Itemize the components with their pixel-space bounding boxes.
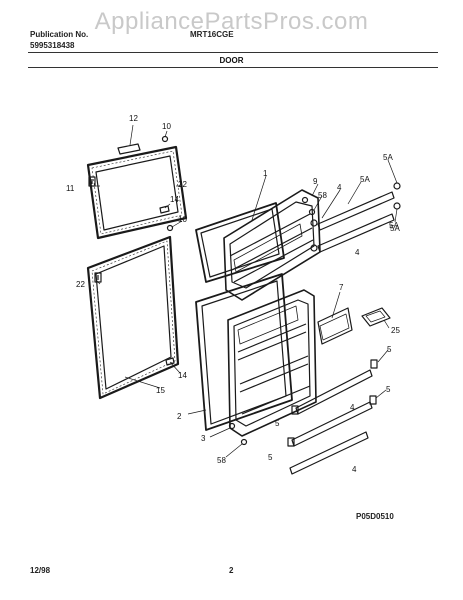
part-58-screw-lower (240, 438, 248, 446)
part-9-screw (301, 196, 309, 204)
freezer-door-liner (223, 189, 321, 301)
callout-5: 5 (387, 345, 392, 354)
part-4-door-bar-lower (291, 401, 373, 447)
part-4-door-bar-upper (295, 369, 373, 415)
part-10-pin-upper (161, 135, 169, 143)
callout-58: 58 (217, 456, 226, 465)
callout-10: 10 (178, 215, 187, 224)
watermark: AppliancePartsPros.com (94, 8, 369, 35)
part-14-clip-lower (165, 357, 175, 366)
callout-5a: 5A (383, 153, 393, 162)
callout-10: 10 (162, 122, 171, 131)
leader-lines (90, 124, 398, 458)
part-2-fresh-food-gasket (195, 273, 293, 431)
callout-3: 3 (201, 434, 206, 443)
callout-4: 4 (352, 465, 357, 474)
header-rule (28, 52, 438, 53)
figure-code: P05D0510 (356, 512, 394, 521)
footer-page-number: 2 (229, 566, 234, 575)
part-25-butter-compartment (361, 307, 391, 327)
callout-5a: 5A (389, 221, 399, 230)
section-title: DOOR (219, 56, 244, 65)
callout-4: 4 (355, 248, 360, 257)
callout-5a: 5A (390, 224, 400, 233)
part-7-dairy-door (317, 307, 353, 345)
part-10-pin-lower (166, 224, 174, 232)
part-15-fresh-food-door-frame (86, 235, 180, 400)
part-14-clip-upper (159, 205, 170, 214)
callout-58: 58 (318, 191, 327, 200)
callout-5: 5 (268, 453, 273, 462)
callout-11: 11 (66, 184, 75, 193)
part-4-freezer-bar-upper (317, 191, 395, 231)
part-4-door-bar-bottom (289, 431, 369, 475)
part-12-handle-trim (117, 143, 141, 155)
part-4-freezer-bar-lower (317, 213, 395, 253)
model-number: MRT16CGE (190, 30, 234, 39)
callout-1: 1 (263, 169, 268, 178)
callout-14: 14 (170, 195, 179, 204)
publication-label: Publication No. (30, 30, 89, 39)
part-58-screw-upper (308, 208, 316, 216)
callout-4: 4 (350, 403, 355, 412)
callout-9: 9 (313, 177, 318, 186)
callout-22: 22 (178, 180, 187, 189)
callout-2: 2 (177, 412, 182, 421)
part-11-freezer-door-frame (86, 145, 188, 240)
callout-5: 5 (275, 419, 280, 428)
callout-22: 22 (76, 280, 85, 289)
callout-5: 5 (386, 385, 391, 394)
callout-5a: 5A (360, 175, 370, 184)
fresh-food-door-liner (227, 289, 317, 437)
part-5-bar-caps (287, 359, 378, 447)
callout-4: 4 (337, 183, 342, 192)
section-rule (28, 67, 438, 68)
callout-7: 7 (339, 283, 344, 292)
part-1-freezer-gasket (195, 202, 285, 283)
part-3-screw (228, 422, 236, 430)
publication-number: 5995318438 (30, 41, 75, 50)
callout-15: 15 (156, 386, 165, 395)
footer-date: 12/98 (30, 566, 51, 575)
callout-14: 14 (178, 371, 187, 380)
callout-12: 12 (129, 114, 138, 123)
callout-25: 25 (391, 326, 400, 335)
